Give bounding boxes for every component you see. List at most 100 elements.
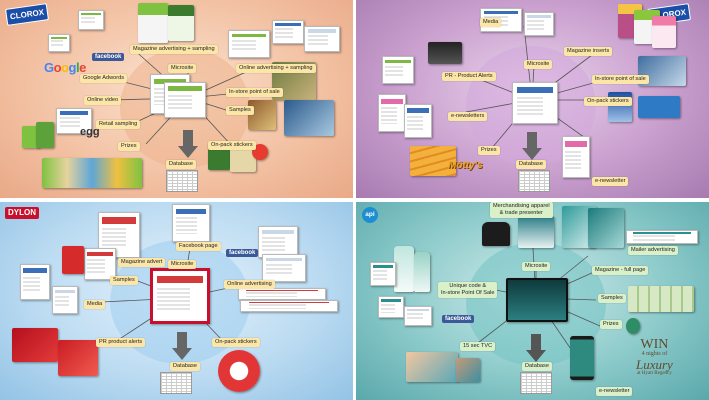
label-magazine: Magazine advert — [118, 258, 166, 267]
facebook-logo: facebook — [92, 53, 125, 61]
product-pack — [36, 122, 54, 148]
microsite-thumb — [150, 268, 210, 324]
label-microsite: Microsite — [524, 60, 553, 69]
database-spreadsheet — [520, 372, 552, 394]
microsite-thumb — [164, 82, 206, 118]
microsite-screen — [506, 278, 568, 322]
dylon-campaign-panel: DYLON facebook Facebook page Magazine ad… — [0, 202, 353, 400]
onpack-sticker — [218, 350, 260, 392]
api-logo: api — [362, 207, 378, 223]
product-pack — [22, 126, 40, 148]
win-sticker — [252, 144, 268, 160]
label-database: Database — [166, 160, 196, 169]
facebook-page-thumb — [172, 204, 210, 242]
pr-kit-box — [58, 340, 98, 376]
product-pack — [230, 148, 256, 172]
magazine-thumb — [168, 5, 194, 41]
label-magazine: Magazine - full page — [592, 266, 649, 275]
facebook-logo: facebook — [442, 315, 475, 323]
database-spreadsheet — [518, 170, 550, 192]
label-video: Online video — [84, 96, 122, 105]
web-thumb — [228, 30, 270, 58]
label-database: Database — [170, 362, 200, 371]
instore-photo — [248, 100, 276, 130]
database-spreadsheet — [160, 372, 192, 394]
label-database: Database — [522, 362, 552, 371]
dylon-logo: DYLON — [5, 207, 39, 219]
label-prizes: Prizes — [118, 142, 140, 151]
label-online: Online advertising + sampling — [236, 64, 316, 73]
label-enews: e-newsletters — [448, 112, 488, 121]
mailer-thumb — [626, 230, 698, 244]
tvc-still — [406, 352, 458, 382]
label-media: Media — [480, 18, 502, 27]
web-thumb — [78, 10, 104, 30]
label-adwords: Google Adwords — [80, 74, 128, 83]
label-samples: Samples — [226, 106, 254, 115]
magazine-cover — [652, 16, 676, 48]
win-line-1: WIN — [640, 337, 669, 352]
product-bottle — [414, 252, 430, 292]
magazine-thumb — [138, 3, 168, 43]
win-headline: WIN 4 nights of Luxury at Hyatt Regency — [636, 338, 673, 377]
label-merch: Merchandising apparel & trade presenter — [490, 202, 553, 218]
enews-thumb — [404, 104, 432, 138]
online-ad-banner — [238, 288, 326, 300]
label-mailer: Mailer advertising — [628, 246, 678, 255]
web-thumb — [304, 26, 340, 52]
label-unique: Unique code & In-store Point Of Sale — [438, 282, 498, 298]
onpack-sticker — [638, 96, 680, 118]
win-line-2: 4 nights of — [641, 351, 668, 357]
label-onpack: On-pack stickers — [212, 338, 260, 347]
pos-thumb — [370, 262, 396, 286]
database-spreadsheet — [166, 170, 198, 192]
label-microsite: Microsite — [522, 262, 551, 271]
label-instore: In-store point of sale — [226, 88, 283, 97]
media-thumb — [52, 286, 78, 314]
coupon-stack — [410, 146, 456, 176]
pos-thumb — [404, 306, 432, 326]
label-samples: Samples — [110, 276, 138, 285]
label-pr: PR product alerts — [96, 338, 146, 347]
label-microsite: Microsite — [168, 64, 197, 73]
media-thumb — [20, 264, 50, 300]
sample-tubes — [628, 286, 694, 312]
pos-thumb — [378, 296, 404, 318]
microsite-thumb — [512, 82, 558, 124]
win-line-4: at Hyatt Regency — [637, 371, 672, 376]
enews-thumb — [378, 94, 406, 132]
label-samples: Samples — [598, 294, 626, 303]
win-line-3: Luxury — [636, 357, 673, 372]
label-inserts: Magazine inserts — [564, 47, 613, 56]
label-enewsletter: e-newsletter — [592, 177, 629, 186]
web-thumb — [272, 20, 304, 44]
pr-thumb — [382, 56, 414, 84]
pr-kit-box — [12, 328, 58, 362]
label-retail: Retail sampling — [96, 120, 141, 129]
mottys-logo: Mötty's — [448, 160, 483, 171]
media-thumb — [524, 12, 554, 36]
label-prizes: Prizes — [478, 146, 500, 155]
label-instore: In-store point of sale — [592, 75, 649, 84]
egg-logo: egg — [80, 126, 100, 138]
online-ad-thumb — [262, 254, 306, 282]
label-pr: PR - Product Alerts — [442, 72, 496, 81]
label-enewsletter: e-newsletter — [596, 387, 633, 396]
online-ad-thumb — [258, 226, 298, 258]
apparel-shirt — [482, 222, 510, 246]
enewsletter-thumb — [562, 136, 590, 178]
label-onpack: On-pack stickers — [208, 141, 256, 150]
label-tvc: 15 sec TVC — [460, 342, 496, 351]
trade-presenter — [518, 216, 554, 248]
magazine-ad — [588, 208, 624, 248]
label-prizes: Prizes — [600, 320, 622, 329]
clorox-campaign-panel: CLOROX facebook Google egg Magazine adve… — [0, 0, 353, 198]
pr-kit-box — [428, 42, 462, 64]
enewsletter-phone — [570, 336, 594, 380]
label-magazine: Magazine advertising + sampling — [130, 45, 218, 54]
api-campaign-panel: api facebook WIN 4 nights of Luxury at H… — [356, 202, 709, 400]
google-logo: Google — [44, 60, 86, 75]
product-bottle — [394, 246, 414, 292]
instore-photo — [284, 100, 334, 136]
label-online: Online advertising — [224, 280, 275, 289]
